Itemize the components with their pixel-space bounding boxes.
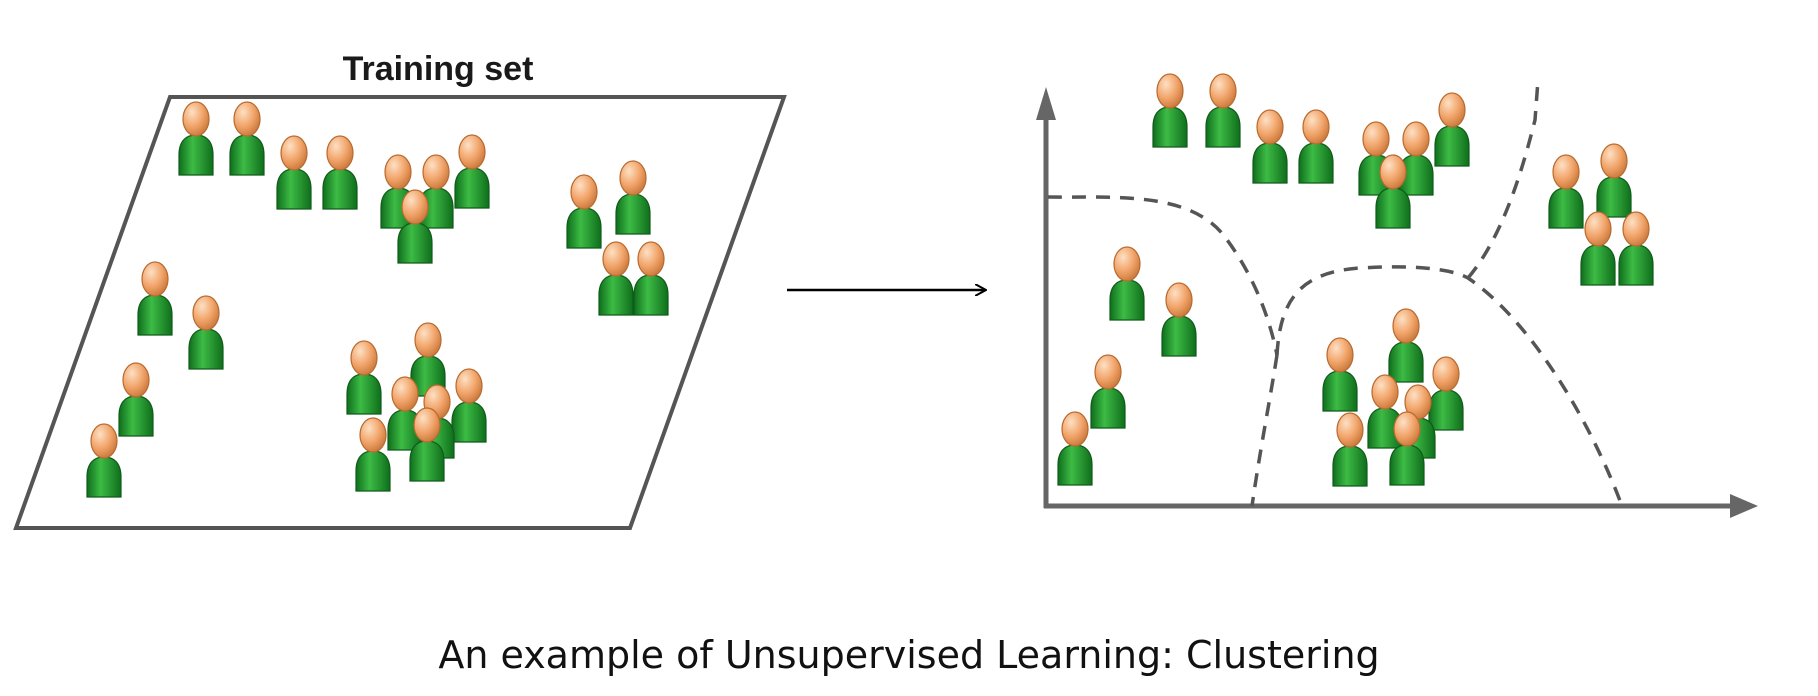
boundary-middle-cluster [1275, 265, 1624, 507]
person-icon [1332, 412, 1368, 487]
boundary-bottom-divider [1250, 354, 1279, 507]
boundary-top-right-divider [1466, 79, 1540, 280]
person-icon [1434, 92, 1470, 167]
person-icon [1388, 308, 1424, 383]
training-set-title: Training set [343, 50, 534, 88]
clustered-panel [1036, 73, 1758, 518]
x-axis [1044, 494, 1758, 518]
person-icon [1205, 73, 1241, 148]
boundary-left-cluster [1047, 195, 1279, 356]
person-icon [1398, 121, 1434, 196]
person-icon [1090, 354, 1126, 429]
person-icon [1580, 211, 1616, 286]
person-icon [1548, 154, 1584, 229]
person-icon [1428, 356, 1464, 431]
person-icon [1618, 211, 1654, 286]
person-icon [1109, 246, 1145, 321]
y-axis [1036, 87, 1056, 508]
person-icon [1298, 109, 1334, 184]
cluster-boundaries [1047, 79, 1624, 507]
person-icon [1161, 282, 1197, 357]
person-icon [1057, 411, 1093, 486]
person-icon [1252, 109, 1288, 184]
figure-caption: An example of Unsupervised Learning: Clu… [438, 633, 1380, 677]
person-icon [1322, 337, 1358, 412]
person-icon [1152, 73, 1188, 148]
training-set-panel: Training set [13, 50, 787, 530]
person-icon [1596, 143, 1632, 218]
clustered-people [1057, 73, 1654, 487]
